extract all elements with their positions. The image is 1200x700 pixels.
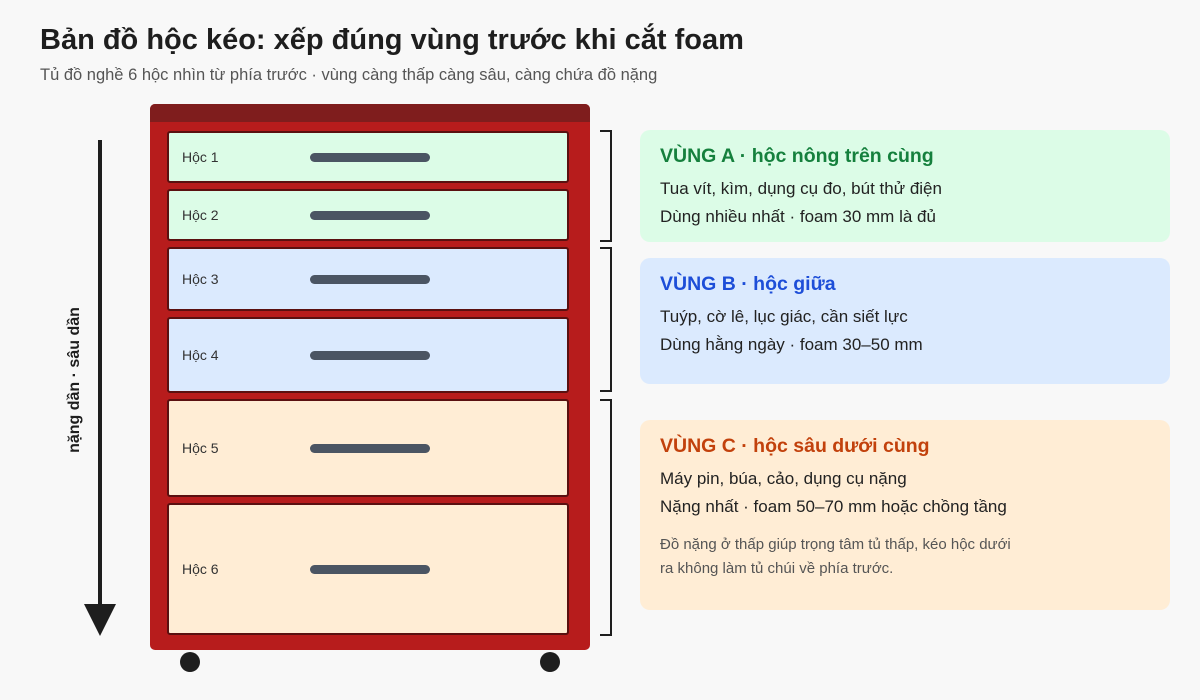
zone-c-usage: Nặng nhất · foam 50–70 mm hoặc chồng tần… <box>660 497 1007 516</box>
drawer-label: Hộc 6 <box>182 561 219 577</box>
cabinet-wheel-left <box>180 652 200 672</box>
zone-b-bracket <box>600 247 612 392</box>
zone-c-card: VÙNG C · hộc sâu dưới cùng Máy pin, búa,… <box>640 420 1170 610</box>
drawer-1[interactable]: Hộc 1 <box>167 131 569 183</box>
zone-b-tools: Tuýp, cờ lê, lục giác, cần siết lực <box>660 307 908 326</box>
arrow-label: nặng dần · sâu dần <box>66 307 83 453</box>
drawer-3[interactable]: Hộc 3 <box>167 247 569 311</box>
cabinet-wheel-right <box>540 652 560 672</box>
tool-cabinet: Hộc 1 Hộc 2 Hộc 3 Hộc 4 Hộc 5 Hộc 6 <box>150 104 590 650</box>
zone-a-tools: Tua vít, kìm, dụng cụ đo, bút thử điện <box>660 179 942 198</box>
zone-b-usage: Dùng hằng ngày · foam 30–50 mm <box>660 335 923 354</box>
zone-c-bracket <box>600 399 612 636</box>
arrow-shaft <box>98 140 102 608</box>
drawer-label: Hộc 5 <box>182 440 219 456</box>
page-title: Bản đồ hộc kéo: xếp đúng vùng trước khi … <box>40 24 744 56</box>
drawer-handle[interactable] <box>310 210 430 220</box>
zone-b-card: VÙNG B · hộc giữa Tuýp, cờ lê, lục giác,… <box>640 258 1170 384</box>
drawer-label: Hộc 2 <box>182 207 219 223</box>
arrow-down-icon <box>84 604 116 636</box>
cabinet-top <box>150 104 590 122</box>
drawer-label: Hộc 4 <box>182 347 219 363</box>
zone-a-title: VÙNG A · hộc nông trên cùng <box>660 145 934 167</box>
drawer-5[interactable]: Hộc 5 <box>167 399 569 497</box>
zone-c-note: Đồ nặng ở thấp giúp trọng tâm tủ thấp, k… <box>660 536 1011 577</box>
zone-b-title: VÙNG B · hộc giữa <box>660 273 836 295</box>
zone-a-usage: Dùng nhiều nhất · foam 30 mm là đủ <box>660 207 936 226</box>
drawer-handle[interactable] <box>310 564 430 574</box>
page-subtitle: Tủ đồ nghề 6 hộc nhìn từ phía trước · vù… <box>40 66 658 84</box>
drawer-handle[interactable] <box>310 152 430 162</box>
zone-a-bracket <box>600 130 612 242</box>
drawer-handle[interactable] <box>310 443 430 453</box>
drawer-label: Hộc 3 <box>182 271 219 287</box>
drawer-2[interactable]: Hộc 2 <box>167 189 569 241</box>
zone-c-tools: Máy pin, búa, cảo, dụng cụ nặng <box>660 469 907 488</box>
zone-a-card: VÙNG A · hộc nông trên cùng Tua vít, kìm… <box>640 130 1170 242</box>
drawer-6[interactable]: Hộc 6 <box>167 503 569 635</box>
drawer-handle[interactable] <box>310 274 430 284</box>
drawer-handle[interactable] <box>310 350 430 360</box>
zone-c-title: VÙNG C · hộc sâu dưới cùng <box>660 435 930 457</box>
drawer-label: Hộc 1 <box>182 149 219 165</box>
drawer-4[interactable]: Hộc 4 <box>167 317 569 393</box>
